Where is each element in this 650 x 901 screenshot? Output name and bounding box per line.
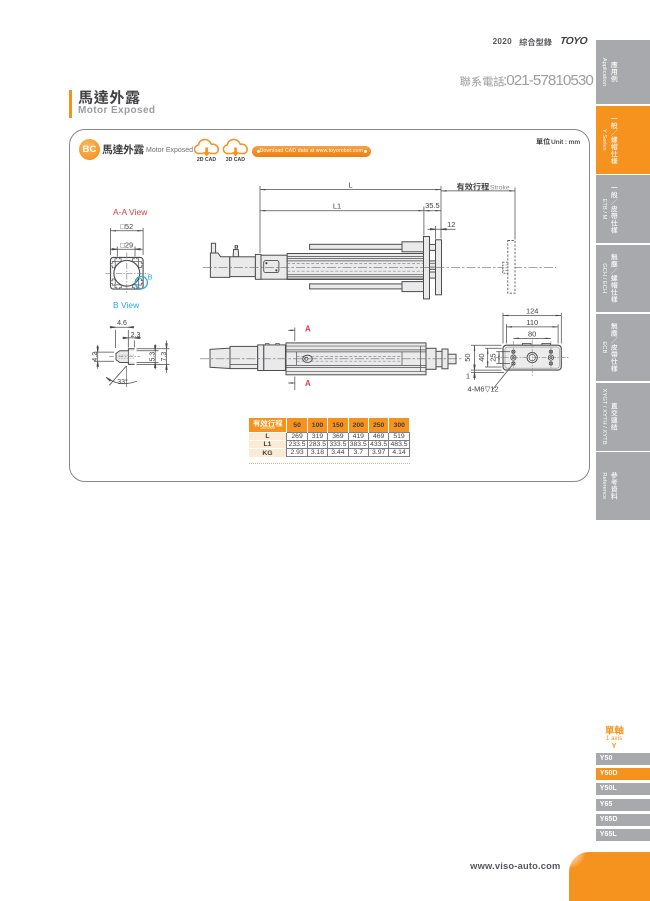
svg-text:L1: L1: [333, 202, 341, 211]
svg-text:□52: □52: [120, 222, 133, 231]
svg-text:□29: □29: [120, 241, 133, 250]
svg-text:7.3: 7.3: [161, 352, 168, 362]
svg-text:B View: B View: [113, 300, 140, 310]
svg-text:A: A: [305, 379, 311, 388]
svg-text:110: 110: [526, 318, 538, 327]
svg-text:GCH / ECH: GCH / ECH: [601, 263, 607, 293]
svg-text:A-A View: A-A View: [113, 207, 148, 217]
svg-text:124: 124: [526, 307, 539, 316]
svg-text:4.6: 4.6: [117, 320, 127, 327]
svg-text:ECB: ECB: [601, 341, 607, 353]
svg-text:50: 50: [463, 353, 472, 361]
svg-text:ETB / M: ETB / M: [601, 199, 607, 220]
svg-text:12: 12: [447, 220, 455, 229]
svg-text:5.3: 5.3: [150, 352, 157, 362]
svg-text:25: 25: [489, 353, 498, 361]
svg-text:80: 80: [528, 330, 536, 339]
svg-text:4-M6▽12: 4-M6▽12: [468, 385, 499, 394]
svg-text:Application: Application: [601, 58, 607, 86]
svg-text:4.2: 4.2: [92, 352, 99, 362]
svg-text:Y Series: Y Series: [601, 129, 607, 151]
svg-text:XYGT / XYTH / XYTB: XYGT / XYTH / XYTB: [601, 389, 607, 445]
svg-text:3D CAD: 3D CAD: [226, 157, 246, 163]
svg-text:L: L: [348, 181, 352, 190]
svg-text:Reference: Reference: [601, 472, 607, 499]
svg-text:40: 40: [477, 353, 486, 361]
svg-text:2D CAD: 2D CAD: [197, 157, 217, 163]
svg-text:2.3: 2.3: [131, 332, 141, 339]
svg-text:B: B: [148, 272, 153, 281]
svg-text:A: A: [305, 325, 311, 334]
svg-text:33°: 33°: [117, 378, 128, 386]
svg-text:35.5: 35.5: [425, 201, 440, 210]
svg-text:1: 1: [466, 372, 470, 381]
svg-text:Stroke: Stroke: [490, 184, 510, 191]
